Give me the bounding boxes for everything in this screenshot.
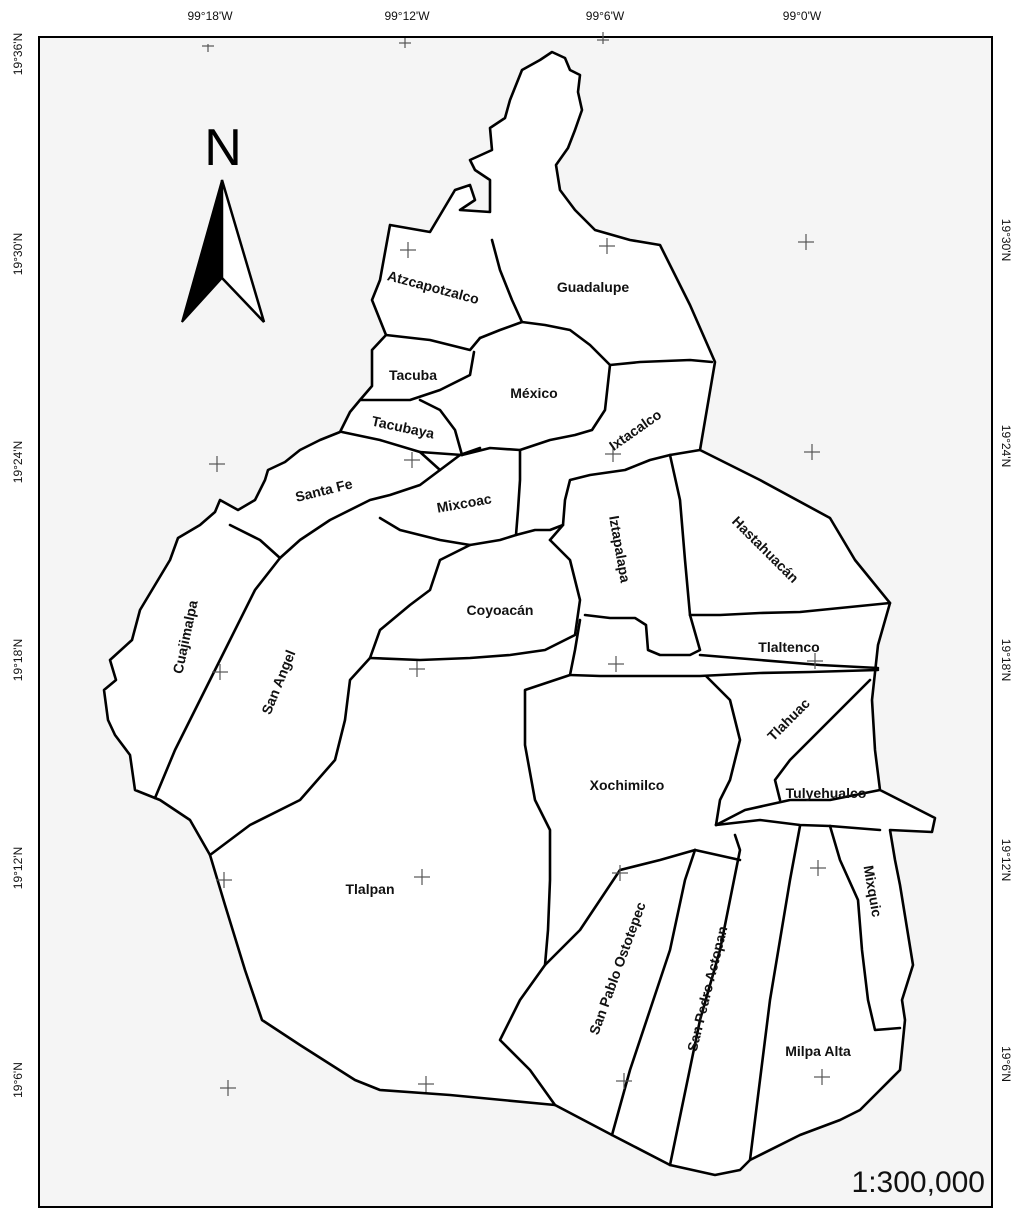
mexico-city-outline — [102, 50, 937, 1177]
graticule-crosses — [209, 234, 830, 1096]
frame-ticks — [202, 32, 609, 52]
label-guadalupe: Guadalupe — [557, 279, 630, 295]
label-tacuba: Tacuba — [389, 367, 437, 383]
north-arrow-light-half — [220, 179, 266, 323]
label-tlalpan: Tlalpan — [345, 881, 394, 897]
label-tulyehualco: Tulyehualco — [786, 785, 867, 801]
district-boundaries — [153, 238, 902, 1167]
north-arrow-label: N — [204, 119, 242, 177]
label-milpa-alta: Milpa Alta — [785, 1043, 851, 1059]
north-arrow: N — [181, 119, 266, 323]
label-xochimilco: Xochimilco — [590, 777, 665, 793]
latitude-label-left-1: 19°36'N — [11, 33, 25, 75]
latitude-label-right-5: 19°6'N — [999, 1046, 1013, 1082]
latitude-label-right-3: 19°18'N — [999, 639, 1013, 681]
latitude-label-left-3: 19°24'N — [11, 441, 25, 483]
latitude-label-right-2: 19°24'N — [999, 425, 1013, 467]
label-tlaltenco: Tlaltenco — [758, 639, 819, 655]
label-mexico: México — [510, 385, 557, 401]
longitude-label-4: 99°0'W — [783, 9, 822, 23]
latitude-label-left-2: 19°30'N — [11, 233, 25, 275]
latitude-label-left-4: 19°18'N — [11, 639, 25, 681]
latitude-label-right-1: 19°30'N — [999, 219, 1013, 261]
longitude-label-1: 99°18'W — [187, 9, 233, 23]
latitude-label-left-6: 19°6'N — [11, 1062, 25, 1098]
longitude-label-2: 99°12'W — [384, 9, 430, 23]
scale-label: 1:300,000 — [852, 1166, 985, 1199]
label-coyoacan: Coyoacán — [467, 602, 534, 618]
latitude-label-right-4: 19°12'N — [999, 839, 1013, 881]
longitude-label-3: 99°6'W — [586, 9, 625, 23]
latitude-label-left-5: 19°12'N — [11, 847, 25, 889]
north-arrow-dark-half — [181, 179, 223, 323]
